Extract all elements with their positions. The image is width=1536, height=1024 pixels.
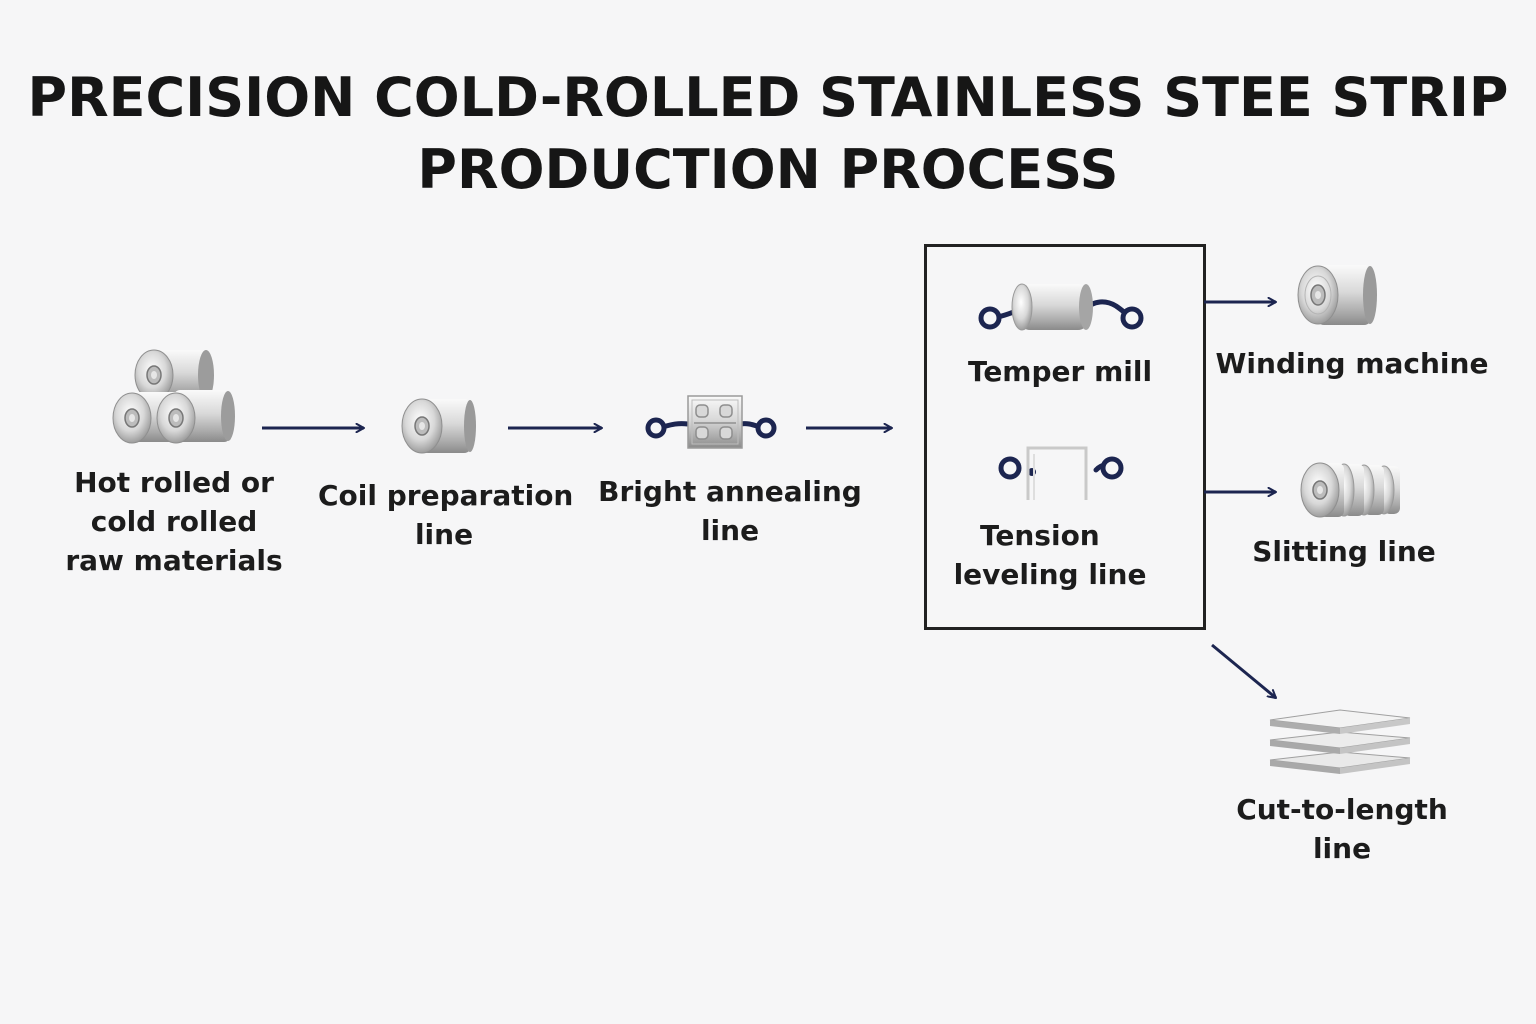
step-label-line: Coil preparation — [318, 479, 574, 512]
step-label-line: cold rolled — [90, 505, 258, 538]
diagram-title-line-1: PRECISION COLD-ROLLED STAINLESS STEE STR… — [27, 66, 1509, 129]
step-label-line: Slitting line — [1252, 535, 1436, 568]
step-label-line: Bright annealing — [598, 475, 862, 508]
step-label-line: Winding machine — [1215, 347, 1489, 380]
step-label-slitting-line: Slitting line — [1234, 532, 1454, 571]
step-label-line: Temper mill — [967, 355, 1153, 388]
annealing-furnace-icon — [645, 395, 777, 449]
step-label-line: Tension — [980, 519, 1100, 552]
stacked-sheets-icon — [1269, 709, 1411, 774]
tension-leveler-icon — [998, 446, 1124, 500]
step-label-line: line — [1312, 832, 1372, 865]
diagram-title-line-2: PRODUCTION PROCESS — [417, 138, 1119, 201]
step-label-line: line — [414, 518, 474, 551]
step-label-line: Cut-to-length — [1236, 793, 1448, 826]
step-label-line: line — [700, 514, 760, 547]
step-label-temper-mill: Temper mill — [944, 352, 1176, 391]
step-label-line: raw materials — [65, 544, 283, 577]
step-label-raw-materials: Hot rolled or cold rolled raw materials — [52, 463, 296, 580]
step-label-cut-to-length: Cut-to-length line — [1222, 790, 1462, 868]
stacked-coils-icon — [112, 349, 235, 444]
slit-coils-icon — [1300, 462, 1400, 518]
step-label-line: leveling line — [953, 558, 1147, 591]
coil-icon — [401, 398, 476, 454]
step-label-line: Hot rolled or — [74, 466, 274, 499]
step-label-winding-machine: Winding machine — [1214, 344, 1490, 383]
step-label-tension-leveling: Tension leveling line — [950, 516, 1150, 594]
temper-mill-roller-icon — [978, 283, 1144, 331]
arrow-to-cut-to-length — [1211, 643, 1276, 700]
wound-coil-icon — [1297, 265, 1377, 325]
step-label-coil-preparation: Coil preparation line — [318, 476, 574, 554]
step-label-bright-annealing: Bright annealing line — [598, 472, 862, 550]
